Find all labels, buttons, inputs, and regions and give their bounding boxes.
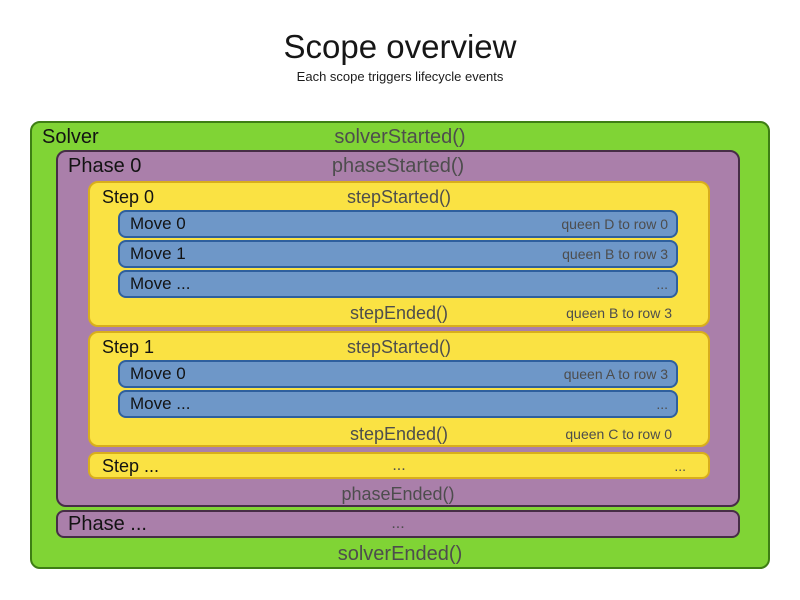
solver-label: Solver [42,126,99,148]
phase-0-label: Phase 0 [68,155,142,177]
page-title: Scope overview [283,28,517,65]
solver-scope-box: solverStarted() Solver phaseStarted() Ph… [30,121,770,569]
step-0-scope-box: stepStarted() Step 0 Move 0 queen D to r… [88,181,710,327]
step-ended-event: stepEnded() [349,303,449,323]
step-1-label: Step 1 [102,337,155,357]
phase-more-label: Phase ... [68,513,147,535]
solver-ended-row: solverEnded() [32,540,768,568]
step-1-scope-box: stepStarted() Step 1 Move 0 queen A to r… [88,331,710,447]
solver-header: solverStarted() Solver [32,123,768,151]
phase-0-header: phaseStarted() Phase 0 [58,152,738,180]
solver-ended-event: solverEnded() [337,543,463,565]
move-detail: queen D to row 0 [561,216,668,232]
phase-0-scope-box: phaseStarted() Phase 0 stepStarted() Ste… [56,150,740,507]
step-0-header: stepStarted() Step 0 [90,183,708,211]
move-row: Move 0 queen D to row 0 [118,210,678,238]
step-more-center-ellipsis: ... [392,457,406,474]
move-label: Move ... [130,394,191,413]
move-label: Move 0 [130,364,186,383]
phase-started-event: phaseStarted() [331,155,465,177]
move-label: Move 1 [130,244,186,263]
step-more-bar: ... Step ... ... [88,452,710,479]
move-detail: queen B to row 3 [562,246,668,262]
move-label: Move 0 [130,214,186,233]
move-row: Move 1 queen B to row 3 [118,240,678,268]
move-detail: ... [656,276,668,292]
move-detail: queen A to row 3 [563,366,668,382]
move-row: Move 0 queen A to row 3 [118,360,678,388]
phase-more-bar: ... Phase ... [56,510,740,538]
phase-more-center-ellipsis: ... [391,515,405,532]
page-subtitle: Each scope triggers lifecycle events [296,69,504,84]
move-detail: ... [656,396,668,412]
move-row: Move ... ... [118,270,678,298]
step-started-event: stepStarted() [346,187,452,207]
step-ended-detail: queen B to row 3 [566,305,672,321]
step-1-header: stepStarted() Step 1 [90,333,708,361]
step-more-label: Step ... [102,456,160,476]
step-1-ended-row: stepEnded() queen C to row 0 [90,421,708,447]
phase-ended-row: phaseEnded() [58,481,738,507]
step-ended-event: stepEnded() [349,424,449,444]
step-started-event: stepStarted() [346,337,452,357]
step-0-label: Step 0 [102,187,155,207]
solver-started-event: solverStarted() [334,126,466,148]
phase-ended-event: phaseEnded() [341,484,455,504]
step-0-ended-row: stepEnded() queen B to row 3 [90,300,708,326]
step-more-right-ellipsis: ... [674,458,686,474]
move-row: Move ... ... [118,390,678,418]
move-label: Move ... [130,274,191,293]
step-ended-detail: queen C to row 0 [565,426,672,442]
